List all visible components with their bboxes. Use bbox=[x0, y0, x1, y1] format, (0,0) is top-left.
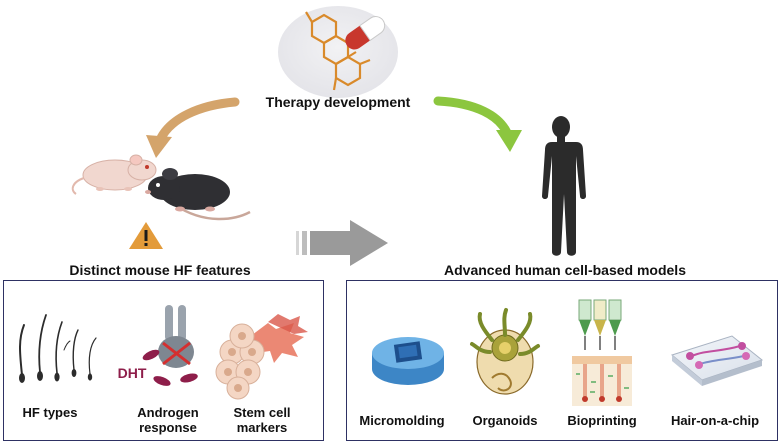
micromolding-label: Micromolding bbox=[359, 413, 445, 428]
mouse-features-box bbox=[3, 280, 324, 441]
molecule-icon bbox=[305, 11, 371, 91]
black-mouse-icon bbox=[145, 168, 251, 221]
pill-capsule-icon bbox=[345, 16, 386, 50]
androgen-response-label: Androgen response bbox=[137, 405, 199, 435]
translation-arrow bbox=[296, 220, 388, 266]
hf-types-hairs-icon bbox=[19, 314, 97, 383]
micromolding-icon bbox=[372, 337, 444, 385]
stem-cell-markers-label: Stem cell markers bbox=[233, 405, 291, 435]
therapy-bubble bbox=[278, 6, 398, 98]
arrow-to-mouse bbox=[146, 97, 240, 158]
hair-on-a-chip-icon bbox=[670, 335, 764, 386]
organoid-icon bbox=[470, 308, 540, 395]
androgen-receptor-icon bbox=[142, 305, 198, 386]
arrow-to-human bbox=[433, 96, 522, 152]
therapy-development-label: Therapy development bbox=[265, 94, 411, 110]
organoids-label: Organoids bbox=[472, 413, 538, 428]
mouse-features-heading: Distinct mouse HF features bbox=[69, 262, 251, 278]
hair-on-a-chip-label: Hair-on-a-chip bbox=[670, 413, 760, 428]
hf-types-label: HF types bbox=[22, 405, 78, 420]
bioprinting-label: Bioprinting bbox=[567, 413, 637, 428]
bioprinting-icon bbox=[572, 299, 632, 406]
stem-cells-icon bbox=[215, 314, 308, 400]
human-models-box bbox=[346, 280, 778, 441]
dht-label: DHT bbox=[117, 365, 147, 381]
human-models-heading: Advanced human cell-based models bbox=[444, 262, 686, 278]
hairless-mouse-icon bbox=[71, 154, 157, 195]
warning-icon bbox=[129, 222, 163, 249]
human-silhouette-icon bbox=[542, 116, 586, 256]
